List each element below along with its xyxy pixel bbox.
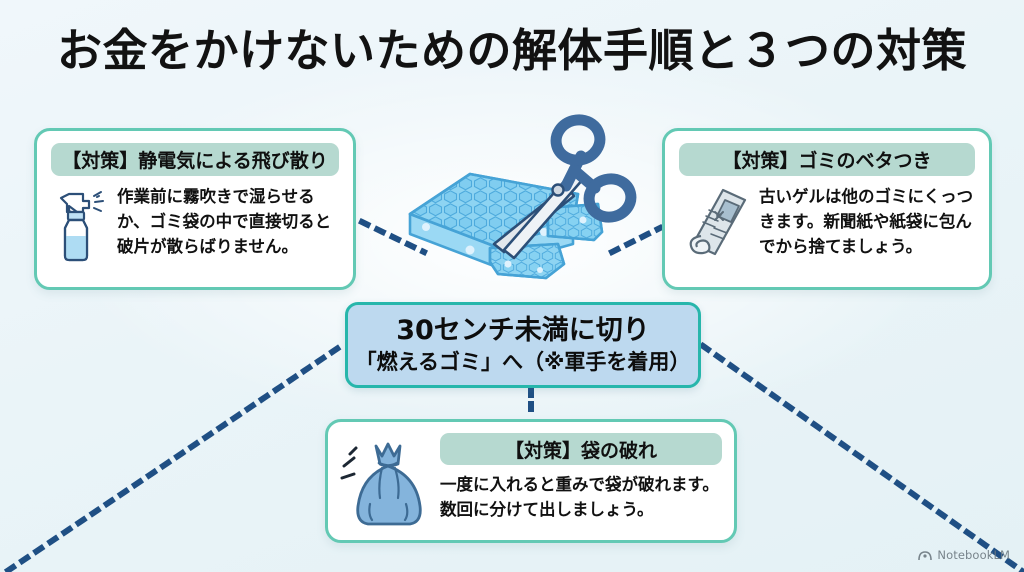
card-text-bag-tear: 一度に入れると重みで袋が破れます。数回に分けて出しましょう。 <box>440 475 719 519</box>
gel-highlight <box>504 260 512 268</box>
gel-highlight <box>422 223 430 231</box>
card-body-sticky-gel: 古いゲルは他のゴミにくっつきます。新聞紙や紙袋に包んでから捨てましょう。 <box>677 182 977 262</box>
countermeasure-card-bag-tear: 【対策】袋の破れ 一度に入れると重みで袋が破れます。数回に分けて出しましょう。 <box>325 419 737 543</box>
notebooklm-logo-icon <box>918 550 933 560</box>
dotted-line-left-diagonal <box>0 339 349 572</box>
gel-highlight <box>537 267 543 273</box>
main-instruction-line-2: 「燃えるゴミ」へ（※軍手を着用） <box>355 350 691 374</box>
gel-chunk-front-outline <box>488 242 566 280</box>
spray-bottle-icon <box>53 184 109 264</box>
gel-highlight <box>579 216 587 224</box>
dotted-line-right-diagonal <box>698 341 1024 572</box>
countermeasure-card-sticky-gel: 【対策】ゴミのベタつき <box>662 128 992 290</box>
card-body-static-electricity: 作業前に霧吹きで湿らせるか、ゴミ袋の中で直接切ると破片が散らばりません。 <box>49 182 341 264</box>
main-instruction-box: 30センチ未満に切り 「燃えるゴミ」へ（※軍手を着用） <box>345 302 701 388</box>
page-title: お金をかけないための解体手順と３つの対策 <box>56 24 967 77</box>
watermark: NotebookLM <box>918 548 1010 562</box>
countermeasure-card-static-electricity: 【対策】静電気による飛び散り <box>34 128 356 290</box>
rolled-newspaper-icon <box>679 184 751 262</box>
card-header-static-electricity: 【対策】静電気による飛び散り <box>51 143 339 176</box>
trash-bag-icon <box>338 431 434 531</box>
scissors-icon <box>492 114 637 260</box>
card-text-sticky-gel: 古いゲルは他のゴミにくっつきます。新聞紙や紙袋に包んでから捨てましょう。 <box>759 187 974 256</box>
gel-highlight <box>465 245 475 255</box>
scissors-ring-bottom <box>583 173 637 223</box>
watermark-label: NotebookLM <box>937 548 1010 562</box>
scissors-pivot <box>551 183 565 197</box>
scissors-ring-top <box>550 114 606 166</box>
card-text-static-electricity: 作業前に霧吹きで湿らせるか、ゴミ袋の中で直接切ると破片が散らばりません。 <box>117 187 332 256</box>
main-instruction-line-1: 30センチ未満に切り <box>396 315 650 346</box>
card-header-bag-tear: 【対策】袋の破れ <box>440 433 722 465</box>
gel-highlight <box>540 228 548 236</box>
gel-mat-cut-with-scissors-illustration <box>408 114 637 280</box>
card-header-sticky-gel: 【対策】ゴミのベタつき <box>679 143 975 176</box>
